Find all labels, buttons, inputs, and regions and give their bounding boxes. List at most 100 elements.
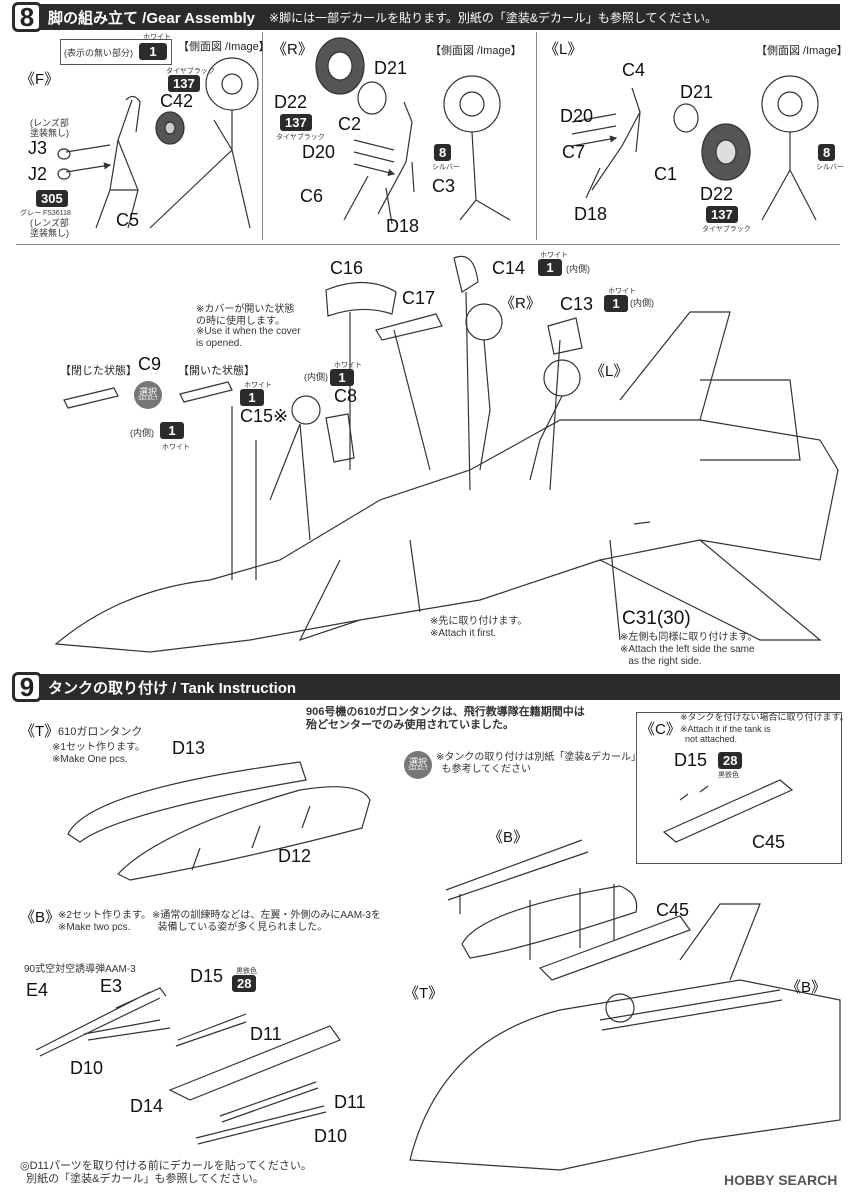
t-tag: 《T》 bbox=[20, 723, 60, 740]
b-chip-28: 28 bbox=[232, 975, 257, 992]
part-d22-l: D22 bbox=[700, 184, 734, 204]
b-missile: 90式空対空誘導弾AAM-3 bbox=[24, 964, 136, 975]
r-tag: 《R》 bbox=[272, 41, 313, 58]
part-d20-r: D20 bbox=[302, 142, 336, 162]
part-c17: C17 bbox=[402, 288, 436, 308]
part-c16: C16 bbox=[330, 258, 364, 278]
f-lens-note-1: (レンズ部 塗装無し) bbox=[30, 118, 69, 139]
part-d13: D13 bbox=[172, 738, 206, 758]
c8-inside: (内側) bbox=[304, 372, 328, 382]
separator bbox=[16, 244, 840, 245]
part-c7: C7 bbox=[562, 142, 586, 162]
c8-chip: 1 bbox=[330, 369, 354, 386]
select-badge9-jp: 選択 bbox=[408, 757, 427, 767]
part-c3: C3 bbox=[432, 176, 456, 196]
c14-chip: 1 bbox=[538, 259, 562, 276]
f-tag: 《F》 bbox=[20, 71, 60, 88]
select-badge-en: SELECT bbox=[138, 396, 158, 402]
c14-inside: (内側) bbox=[566, 264, 590, 274]
c9-inside: (内側) bbox=[130, 428, 154, 438]
select-badge-9: 選択 SELECT bbox=[404, 751, 432, 779]
cover-note-en: ※Use it when the cover is opened. bbox=[196, 326, 301, 349]
assembly-tag-t: 《T》 bbox=[404, 985, 444, 1002]
step8-number: 8 bbox=[12, 2, 42, 32]
part-d18-r: D18 bbox=[386, 216, 420, 236]
part-c45-c: C45 bbox=[752, 832, 786, 852]
part-d11-b: D11 bbox=[334, 1092, 366, 1112]
part-c45-assembly: C45 bbox=[656, 900, 690, 920]
part-c15: C15※ bbox=[240, 406, 289, 426]
l-chip-137: 137 bbox=[706, 206, 738, 223]
open-chip: 1 bbox=[240, 389, 264, 406]
b-note-jp: ※2セット作ります。 bbox=[58, 910, 151, 921]
c-chip28-caption: 黒鉄色 bbox=[718, 772, 739, 779]
t-note-jp: ※1セット作ります。 bbox=[52, 742, 145, 753]
step8-title: 脚の組み立て /Gear Assembly bbox=[48, 9, 256, 27]
select-badge-jp: 選択 bbox=[138, 387, 157, 397]
c-tag: 《C》 bbox=[640, 721, 681, 738]
f-image-label: 【側面図 /Image】 bbox=[178, 41, 270, 53]
r-image-label: 【側面図 /Image】 bbox=[430, 45, 522, 57]
f-chip305-caption: グレー FS36118 bbox=[20, 210, 71, 217]
c9-chip: 1 bbox=[160, 422, 184, 439]
part-c2: C2 bbox=[338, 114, 362, 134]
cover-note-jp: ※カバーが開いた状態 の時に使用します。 bbox=[196, 304, 295, 327]
part-d22-r: D22 bbox=[274, 92, 308, 112]
l-chip-8: 8 bbox=[818, 144, 836, 161]
c-note-en: ※Attach it if the tank is not attached. bbox=[680, 724, 771, 745]
aircraft-outline bbox=[54, 419, 839, 653]
part-d18-l: D18 bbox=[574, 204, 608, 224]
separator bbox=[536, 32, 537, 240]
left-same-jp: ※左側も同様に取り付けます。 bbox=[620, 632, 758, 643]
f-chip-137: 137 bbox=[168, 75, 200, 92]
part-d20-l: D20 bbox=[560, 106, 594, 126]
l-tag: 《L》 bbox=[544, 41, 583, 58]
b-note2: ※通常の訓練時などは、左翼・外側のみにAAM-3を 装備している姿が多く見られま… bbox=[152, 910, 381, 933]
step9-number: 9 bbox=[12, 672, 42, 702]
part-c5: C5 bbox=[116, 210, 140, 230]
part-d15-b: D15 bbox=[190, 966, 224, 986]
part-c13: C13 bbox=[560, 294, 594, 314]
separator bbox=[262, 32, 263, 240]
legend-color: ホワイト bbox=[143, 34, 171, 41]
part-d11-a: D11 bbox=[250, 1024, 282, 1044]
part-d10-a: D10 bbox=[70, 1058, 104, 1078]
part-e3: E3 bbox=[100, 976, 123, 996]
main-tag-l: 《L》 bbox=[590, 363, 629, 380]
part-c14: C14 bbox=[492, 258, 526, 278]
f-chip137-caption: タイヤブラック bbox=[166, 68, 215, 75]
t-note-en: ※Make One pcs. bbox=[52, 754, 128, 765]
select-badge-8: 選択 SELECT bbox=[134, 381, 162, 409]
part-d12: D12 bbox=[278, 846, 312, 866]
c8-chip-caption: ホワイト bbox=[334, 362, 362, 369]
b-note-en: ※Make two pcs. bbox=[58, 922, 131, 933]
c13-inside: (内側) bbox=[630, 298, 654, 308]
c13-chip: 1 bbox=[604, 295, 628, 312]
part-c6: C6 bbox=[300, 186, 324, 206]
t-subtitle: 610ガロンタンク bbox=[58, 726, 143, 738]
pylon-outline bbox=[168, 1025, 341, 1101]
part-d10-b: D10 bbox=[314, 1126, 348, 1146]
b-tag: 《B》 bbox=[20, 909, 61, 926]
select-badge9-en: SELECT bbox=[408, 766, 428, 772]
c9-chip-caption: ホワイト bbox=[162, 444, 190, 451]
select-note-9: ※タンクの取り付けは別紙「塗装&デカール」 も参考してください bbox=[436, 752, 642, 775]
c14-chip-caption: ホワイト bbox=[540, 252, 568, 259]
l-chip8-caption: シルバー bbox=[816, 164, 844, 171]
c-chip-28: 28 bbox=[718, 752, 743, 769]
r-chip-8: 8 bbox=[434, 144, 452, 161]
step8-header: 8 脚の組み立て /Gear Assembly ※脚には一部デカールを貼ります。… bbox=[12, 2, 840, 32]
part-c9: C9 bbox=[138, 354, 162, 374]
c13-chip-caption: ホワイト bbox=[608, 288, 636, 295]
l-image-label: 【側面図 /Image】 bbox=[756, 45, 848, 57]
legend-box bbox=[60, 39, 172, 65]
f-strut-lines bbox=[95, 99, 139, 229]
f-lens-note-2: (レンズ部 塗装無し) bbox=[30, 218, 69, 239]
legend-label: (表示の無い部分) bbox=[64, 48, 133, 58]
legend-code: 1 bbox=[139, 43, 167, 60]
closed-label: 【閉じた状態】 bbox=[60, 365, 137, 377]
step9-title: タンクの取り付け / Tank Instruction bbox=[48, 679, 297, 697]
f-chip-305: 305 bbox=[36, 190, 68, 207]
r-chip-137: 137 bbox=[280, 114, 312, 131]
